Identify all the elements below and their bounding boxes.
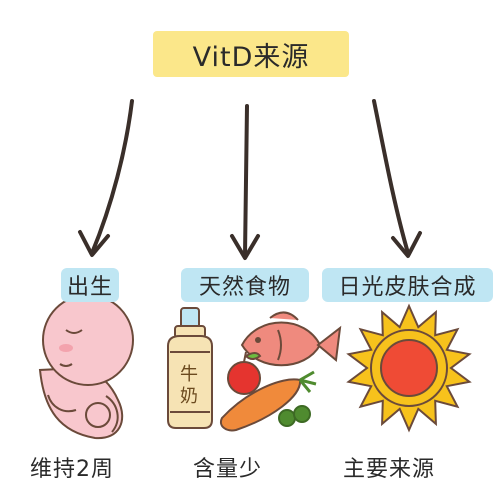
caption-skin-synthesis: 主要来源 xyxy=(343,457,436,482)
label-birth-text: 出生 xyxy=(66,275,113,300)
sun-icon xyxy=(346,303,472,433)
milk-jar-icon xyxy=(167,307,213,429)
label-birth: 出生 xyxy=(61,268,119,302)
caption-natural-food: 含量少 xyxy=(193,457,263,482)
label-natural-food: 天然食物 xyxy=(181,268,309,302)
fish-icon xyxy=(240,311,342,367)
baby-icon xyxy=(38,294,134,440)
jar-label-1: 牛 xyxy=(180,364,198,385)
label-skin-synthesis-text: 日光皮肤合成 xyxy=(338,275,477,300)
arrow-icon xyxy=(78,99,134,257)
title-banner: VitD来源 xyxy=(153,31,349,77)
apple-icon xyxy=(227,351,262,395)
arrow-icon xyxy=(230,104,260,260)
label-skin-synthesis: 日光皮肤合成 xyxy=(322,268,493,302)
carrot-icon xyxy=(220,370,317,432)
peas-icon xyxy=(278,405,311,427)
arrow-icon xyxy=(372,99,422,258)
jar-label-2: 奶 xyxy=(180,386,198,407)
title: VitD来源 xyxy=(192,41,310,73)
label-natural-food-text: 天然食物 xyxy=(198,275,291,300)
caption-birth: 维持2周 xyxy=(30,457,114,482)
